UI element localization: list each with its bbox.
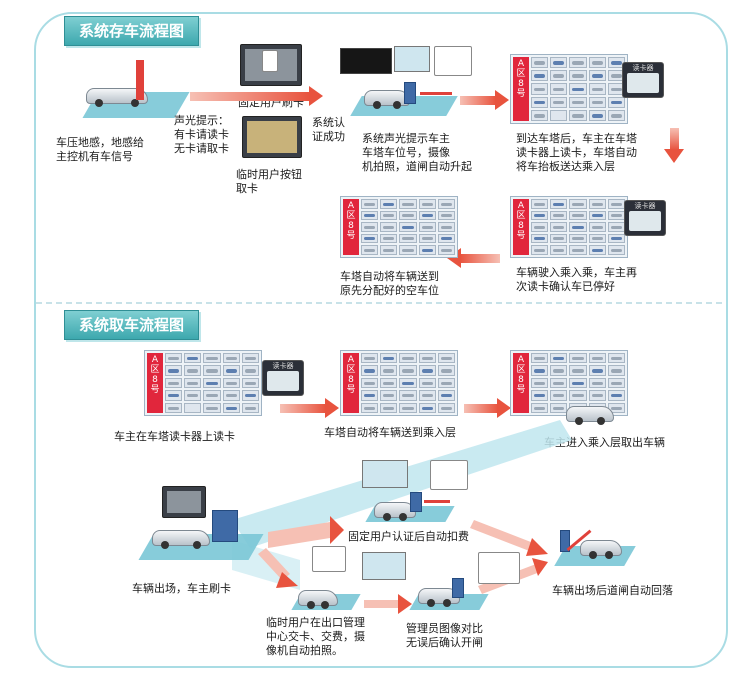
step-fixed-auto-fee-label: 固定用户认证后自动扣费: [348, 530, 469, 543]
parking-tower-icon: A 区 8 号: [510, 196, 628, 258]
camera-screen-icon: [362, 460, 408, 488]
step-gate-open-label: 系统声光提示车主 车塔车位号，摄像 机拍照，道闸自动升起: [362, 132, 472, 173]
exit-mark: 出口: [212, 563, 225, 570]
card-swipe-photo: [240, 44, 302, 86]
card-reader-label: 读卡器: [634, 202, 656, 210]
card-reader-icon: 读卡器: [262, 360, 304, 396]
tower-zone-mark: A 区 8 号: [513, 199, 529, 255]
step-reach-tower-label: 到达车塔后，车主在车塔 读卡器上读卡，车塔自动 将车抬板送达乘入层: [516, 132, 637, 173]
parking-tower-icon: A 区 8 号: [340, 196, 458, 258]
step-auto-store-label: 车塔自动将车辆送到 原先分配好的空车位: [340, 270, 439, 297]
booth-icon: [410, 492, 422, 512]
tower-zone-mark: A 区 8 号: [343, 353, 359, 413]
car-icon: [418, 588, 460, 607]
section-divider: [36, 302, 722, 304]
park-section-title: 系统存车流程图: [64, 16, 200, 46]
card-reader-icon: 读卡器: [622, 62, 664, 98]
step-pick-up-label: 车主进入乘入层取出车辆: [544, 436, 665, 449]
barrier-gate-closeup-icon: [434, 46, 472, 76]
parking-tower-icon: A 区 8 号: [340, 350, 458, 416]
ticket-button-photo: [242, 116, 302, 158]
flow-arrow: [664, 128, 684, 163]
barrier-arm-icon: [420, 92, 452, 95]
tower-zone-mark: A 区 8 号: [513, 57, 529, 121]
tower-zone-mark: A 区 8 号: [513, 353, 529, 413]
tower-zone-mark: A 区 8 号: [343, 199, 359, 255]
car-icon: [580, 540, 622, 559]
step-arrive-label: 车压地感，地感给 主控机有车信号: [56, 136, 144, 163]
car-icon: [374, 502, 416, 521]
ticket-machine-icon: [136, 60, 144, 100]
barrier-gate-closeup-icon: [478, 552, 520, 584]
card-reader-icon: 读卡器: [624, 200, 666, 236]
flow-arrow: [280, 398, 339, 418]
retrieve-section-title: 系统取车流程图: [64, 310, 200, 340]
car-icon: [152, 530, 210, 549]
camera-screen-icon: [362, 552, 406, 580]
booth-icon: [452, 578, 464, 598]
parking-tower-icon: A 区 8 号: [144, 350, 262, 416]
camera-screen-icon: [394, 46, 430, 72]
step-auth-ok-label: 系统认 证成功: [312, 116, 345, 143]
step-drive-in-label: 车辆驶入乘入乘，车主再 次读卡确认车已停好: [516, 266, 637, 293]
step-temp-user-label: 临时用户按钮 取卡: [236, 168, 302, 195]
card-swipe-photo: [162, 486, 206, 518]
card-reader-label: 读卡器: [272, 362, 294, 370]
card-reader-label: 读卡器: [632, 64, 654, 72]
step-voice-prompt-label: 声光提示： 有卡请读卡 无卡请取卡: [174, 114, 229, 155]
car-icon: [86, 88, 148, 107]
booth-icon: [404, 82, 416, 104]
led-display-icon: [340, 48, 392, 74]
step-temp-pay-label: 临时用户在出口管理 中心交卡、交费，摄 像机自动拍照。: [266, 616, 365, 657]
tower-zone-mark: A 区 8 号: [147, 353, 163, 413]
flow-arrow: [190, 86, 323, 106]
flow-arrow: [464, 398, 511, 418]
car-icon: [566, 406, 614, 425]
pay-booth-photo: [312, 546, 346, 572]
booth-icon: [212, 510, 238, 542]
step-read-card-label: 车主在车塔读卡器上读卡: [114, 430, 235, 443]
step-exit-swipe-label: 车辆出场，车主刷卡: [132, 582, 231, 595]
card-icon: [262, 50, 278, 72]
booth-icon: [560, 530, 570, 552]
parking-tower-icon: A 区 8 号: [510, 350, 628, 416]
barrier-gate-closeup-icon: [430, 460, 468, 490]
car-icon: [298, 590, 338, 609]
step-send-up-label: 车塔自动将车辆送到乘入层: [324, 426, 456, 439]
parking-tower-icon: A 区 8 号: [510, 54, 628, 124]
step-gate-close-label: 车辆出场后道闸自动回落: [552, 584, 673, 597]
barrier-arm-icon: [424, 500, 450, 503]
step-admin-confirm-label: 管理员图像对比 无误后确认开闸: [406, 622, 483, 649]
flow-arrow: [460, 90, 509, 110]
